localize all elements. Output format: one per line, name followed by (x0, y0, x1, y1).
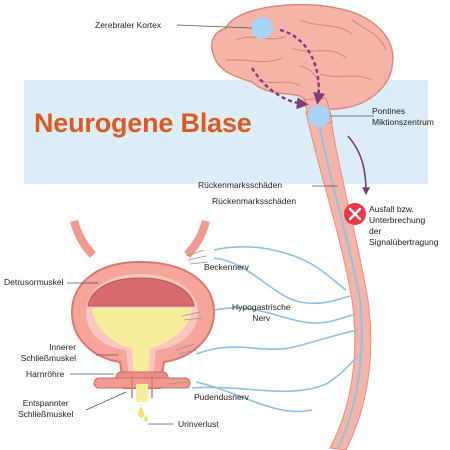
label-failure-line4: Signalübertragung (369, 237, 439, 247)
label-relaxed-sphincter-line2: Schließmuskel (18, 409, 74, 419)
label-signal-failure: Ausfall bzw. Unterbrechung der Signalübe… (369, 204, 438, 248)
label-relaxed-sphincter: Entspannter Schließmuskel (18, 398, 73, 420)
cortex-center (251, 17, 273, 39)
label-hypogastric-line1: Hypogastrische (232, 302, 291, 312)
label-failure-line2: Unterbrechung (369, 215, 426, 225)
nerve-hairs (167, 249, 209, 389)
page-title: Neurogene Blase (34, 108, 252, 138)
label-pudendal-nerve: Pudendusnerv (194, 392, 249, 402)
label-pontine: Pontines Miktionszentrum (372, 106, 434, 128)
signal-arrows (250, 28, 370, 196)
bladder (70, 220, 216, 402)
label-spinal-injury-1: Rückenmarksschäden (198, 180, 283, 190)
label-spinal-injury-2: Rückenmarksschäden (212, 196, 297, 206)
pontine-center (308, 105, 330, 127)
label-inner-sphincter-line2: Schließmuskel (20, 353, 76, 363)
label-failure-line3: der (369, 226, 382, 236)
label-inner-sphincter: Innerer Schließmuskel (2, 342, 76, 364)
label-hypogastric: Hypogastrische Nerv (232, 302, 291, 324)
spinal-cord (305, 111, 372, 450)
label-urethra: Harnröhre (26, 369, 65, 379)
label-pontine-line1: Pontines (372, 106, 406, 116)
label-relaxed-sphincter-line1: Entspannter (22, 398, 69, 408)
nerves (191, 246, 359, 413)
urine-drops (137, 406, 148, 422)
label-pelvic-nerve: Beckennerv (204, 262, 249, 272)
label-hypogastric-line2: Nerv (252, 313, 271, 323)
leader-lines (67, 24, 374, 425)
label-failure-line1: Ausfall bzw. (369, 204, 414, 214)
label-cortex: Zerebraler Kortex (95, 20, 162, 30)
label-detrusor: Detrusormuskel (4, 277, 64, 287)
label-pontine-line2: Miktionszentrum (372, 117, 434, 127)
x-circle-icon (344, 203, 366, 225)
label-inner-sphincter-line1: Innerer (49, 342, 76, 352)
label-urine-loss: Urinverlust (178, 419, 219, 429)
